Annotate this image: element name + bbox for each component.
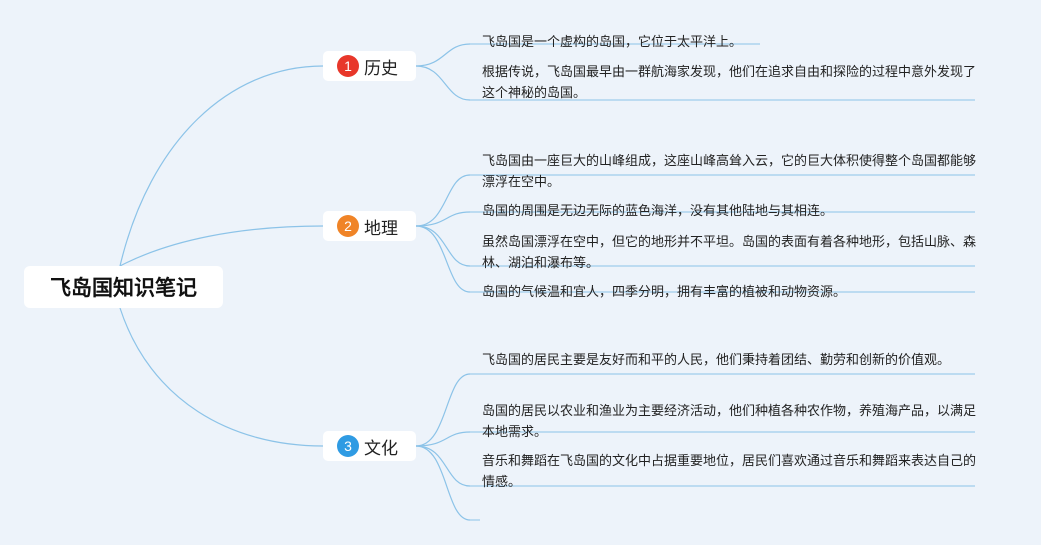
leaf-culture-3[interactable]: 音乐和舞蹈在飞岛国的文化中占据重要地位，居民们喜欢通过音乐和舞蹈来表达自己的情感… <box>482 454 977 490</box>
leaf-geography-4[interactable]: 岛国的气候温和宜人，四季分明，拥有丰富的植被和动物资源。 <box>482 285 847 300</box>
connector-geo-leaf-3 <box>415 225 471 267</box>
branch-label: 地理 <box>364 218 398 239</box>
leaf-geography-1[interactable]: 飞岛国由一座巨大的山峰组成，这座山峰高耸入云，它的巨大体积使得整个岛国都能够漂浮… <box>482 154 977 190</box>
branch-label: 文化 <box>364 438 398 459</box>
connector-culture-leaf-1 <box>415 373 471 447</box>
number-badge-1: 1 <box>337 55 359 77</box>
connector-root-branch-2 <box>119 225 324 267</box>
leaf-history-2[interactable]: 根据传说，飞岛国最早由一群航海家发现，他们在追求自由和探险的过程中意外发现了这个… <box>482 65 977 101</box>
leaf-history-1[interactable]: 飞岛国是一个虚构的岛国，它位于太平洋上。 <box>482 35 743 50</box>
connector-geo-leaf-1 <box>415 174 471 227</box>
leaf-geography-3[interactable]: 虽然岛国漂浮在空中，但它的地形并不平坦。岛国的表面有着各种地形，包括山脉、森林、… <box>482 235 977 271</box>
connector-geo-leaf-4 <box>415 225 471 293</box>
leaf-culture-2[interactable]: 岛国的居民以农业和渔业为主要经济活动，他们种植各种农作物，养殖海产品，以满足本地… <box>482 404 977 440</box>
connector-history-leaf-1 <box>415 43 471 67</box>
connector-history-leaf-2 <box>415 65 471 101</box>
branch-history[interactable]: 1 历史 <box>323 51 416 81</box>
number-badge-2: 2 <box>337 215 359 237</box>
branch-culture[interactable]: 3 文化 <box>323 431 416 461</box>
leaf-geography-2[interactable]: 岛国的周围是无边无际的蓝色海洋，没有其他陆地与其相连。 <box>482 204 834 219</box>
connector-culture-leaf-4 <box>415 445 471 521</box>
connector-root-branch-1 <box>119 65 324 267</box>
branch-geography[interactable]: 2 地理 <box>323 211 416 241</box>
root-node[interactable]: 飞岛国知识笔记 <box>24 266 223 308</box>
connector-culture-leaf-2 <box>415 431 471 447</box>
connector-geo-leaf-2 <box>415 211 471 227</box>
leaf-culture-1[interactable]: 飞岛国的居民主要是友好而和平的人民，他们秉持着团结、勤劳和创新的价值观。 <box>482 353 951 368</box>
connector-root-branch-3 <box>119 307 324 447</box>
branch-label: 历史 <box>364 58 398 79</box>
number-badge-3: 3 <box>337 435 359 457</box>
connector-culture-leaf-3 <box>415 445 471 487</box>
